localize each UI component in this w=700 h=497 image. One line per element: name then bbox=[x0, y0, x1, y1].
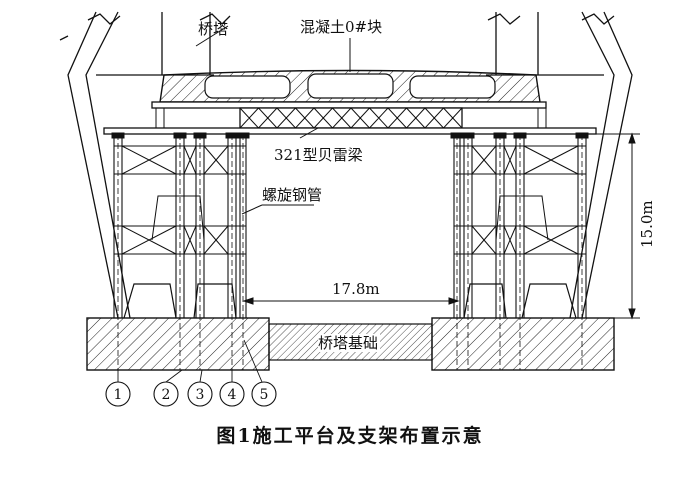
marker-2-label: 2 bbox=[162, 387, 171, 403]
cross-brace bbox=[203, 225, 229, 255]
column-cap bbox=[461, 132, 475, 139]
spiral-pipe-label: 螺旋钢管 bbox=[262, 186, 322, 204]
column-cap bbox=[225, 132, 239, 139]
marker-4-label: 4 bbox=[228, 387, 237, 403]
leader-lines bbox=[195, 25, 351, 215]
cross-brace bbox=[121, 145, 177, 175]
cross-brace bbox=[503, 225, 517, 255]
column-cap bbox=[193, 132, 207, 139]
column-cap bbox=[236, 132, 250, 139]
right-support-frame bbox=[450, 132, 589, 370]
bailey-beam-label: 321型贝雷梁 bbox=[274, 146, 363, 164]
concrete-block-label: 混凝土0#块 bbox=[300, 18, 382, 36]
marker-3: 3 bbox=[187, 381, 213, 407]
column-cap bbox=[493, 132, 507, 139]
cross-brace bbox=[523, 225, 579, 255]
column-cap bbox=[111, 132, 125, 139]
right-tower bbox=[486, 11, 633, 319]
cross-brace bbox=[471, 225, 497, 255]
cross-brace bbox=[183, 225, 197, 255]
concrete-block-0 bbox=[159, 69, 541, 103]
column-cap bbox=[575, 132, 589, 139]
marker-3-label: 3 bbox=[196, 387, 205, 403]
caption-text: 施工平台及支架布置示意 bbox=[252, 425, 484, 447]
bailey-beam bbox=[103, 101, 597, 135]
cross-brace bbox=[471, 145, 497, 175]
height-dimension bbox=[596, 132, 640, 320]
marker-2: 2 bbox=[153, 381, 179, 407]
cross-brace bbox=[121, 225, 177, 255]
foundation-label: 桥塔基础 bbox=[318, 334, 378, 352]
marker-5: 5 bbox=[251, 381, 277, 407]
marker-5-label: 5 bbox=[260, 387, 269, 403]
span-dimension bbox=[242, 297, 460, 305]
marker-1: 1 bbox=[105, 381, 131, 407]
column-cap bbox=[450, 132, 464, 139]
cross-brace bbox=[183, 145, 197, 175]
caption-number: 图1 bbox=[216, 425, 253, 447]
figure-caption: 图1施工平台及支架布置示意 bbox=[0, 421, 700, 448]
tower-foundation bbox=[86, 317, 615, 371]
column-cap bbox=[173, 132, 187, 139]
cross-brace bbox=[523, 145, 579, 175]
cross-brace bbox=[503, 145, 517, 175]
cross-brace bbox=[203, 145, 229, 175]
height-label: 15.0m bbox=[638, 200, 656, 248]
marker-4: 4 bbox=[219, 381, 245, 407]
marker-leaders bbox=[117, 339, 263, 383]
left-support-frame bbox=[111, 132, 250, 370]
column-cap bbox=[513, 132, 527, 139]
tower-label: 桥塔 bbox=[198, 20, 228, 38]
marker-1-label: 1 bbox=[114, 387, 123, 403]
span-label: 17.8m bbox=[332, 280, 380, 298]
left-tower bbox=[59, 11, 231, 319]
